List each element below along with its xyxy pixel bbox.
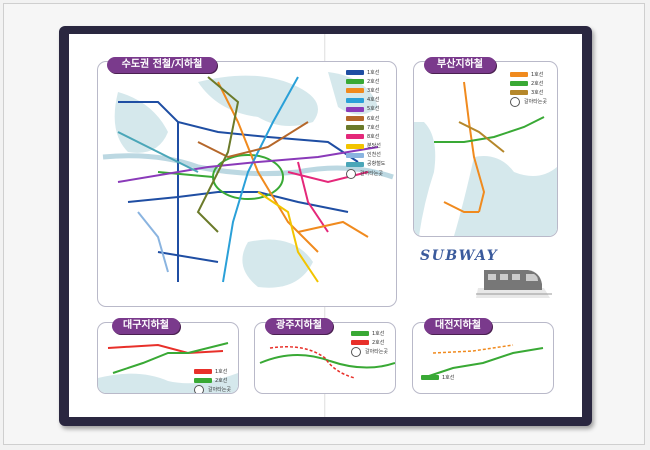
legend-label: 인천선 — [367, 152, 381, 159]
legend-row-transfer: 갈아타는곳 — [194, 384, 232, 393]
busan-title: 부산지하철 — [424, 57, 496, 73]
legend-row: 1호선 — [194, 367, 231, 376]
legend-swatch — [510, 81, 528, 87]
legend-label: 갈아타는곳 — [208, 386, 232, 393]
legend-swatch — [421, 375, 439, 381]
legend-label: 3호선 — [531, 89, 544, 96]
legend-label: 1호선 — [442, 374, 455, 381]
legend-label: 1호선 — [531, 71, 544, 78]
legend-row: 3호선 — [510, 88, 547, 97]
transfer-icon — [351, 346, 361, 357]
legend-swatch — [510, 72, 528, 78]
busan-route-map — [414, 81, 557, 236]
legend-label: 갈아타는곳 — [524, 99, 548, 106]
legend-row: 1호선 — [351, 329, 388, 338]
legend-swatch — [194, 369, 212, 375]
legend-swatch — [346, 152, 364, 158]
gwangju-title: 광주지하철 — [265, 318, 333, 334]
daegu-title: 대구지하철 — [112, 318, 180, 334]
legend-swatch — [346, 79, 364, 85]
legend-row: 4호선 — [346, 96, 385, 105]
legend-row: 1호선 — [346, 68, 385, 77]
legend-label: 2호선 — [531, 80, 544, 87]
legend-swatch — [351, 331, 369, 337]
transfer-icon — [510, 97, 520, 108]
legend-label: 5호선 — [367, 106, 380, 113]
legend-row: 8호선 — [346, 132, 385, 141]
legend-row: 6호선 — [346, 114, 385, 123]
legend-row: 2호선 — [346, 77, 385, 86]
daejeon-legend: 1호선 — [421, 373, 454, 382]
legend-swatch — [510, 90, 528, 96]
legend-label: 1호선 — [215, 368, 228, 375]
legend-label: 6호선 — [367, 115, 380, 122]
legend-row-transfer: 갈아타는곳 — [510, 97, 548, 108]
legend-swatch — [346, 134, 364, 140]
train-icon — [476, 270, 552, 298]
transfer-icon — [346, 168, 356, 179]
legend-label: 4호선 — [367, 97, 380, 104]
legend-swatch — [346, 143, 364, 149]
legend-swatch — [194, 378, 212, 384]
legend-row: 2호선 — [194, 376, 231, 385]
transfer-icon — [194, 384, 204, 393]
legend-row: 5호선 — [346, 105, 385, 114]
legend-row: 인천선 — [346, 151, 385, 160]
capital-route-map — [102, 72, 394, 288]
legend-label: 1호선 — [367, 69, 380, 76]
legend-row: 2호선 — [351, 338, 388, 347]
legend-swatch — [346, 116, 364, 122]
legend-swatch — [346, 88, 364, 94]
legend-label: 분당선 — [367, 143, 381, 150]
legend-row: 3호선 — [346, 86, 385, 95]
capital-title: 수도권 전철/지하철 — [107, 57, 217, 73]
legend-swatch — [346, 161, 364, 167]
legend-label: 갈아타는곳 — [360, 170, 384, 177]
daejeon-title: 대전지하철 — [424, 318, 492, 334]
subway-logo: SUBWAY — [420, 248, 499, 264]
legend-label: 2호선 — [367, 78, 380, 85]
daejeon-route-map — [422, 344, 544, 379]
legend-row-transfer: 갈아타는곳 — [351, 346, 389, 357]
legend-row: 1호선 — [421, 373, 454, 382]
legend-label: 갈아타는곳 — [365, 348, 389, 355]
legend-swatch — [346, 125, 364, 131]
legend-label: 8호선 — [367, 133, 380, 140]
legend-swatch — [346, 106, 364, 112]
legend-label: 2호선 — [372, 339, 385, 346]
legend-swatch — [346, 97, 364, 103]
legend-label: 2호선 — [215, 377, 228, 384]
legend-row: 공항철도 — [346, 160, 385, 169]
legend-row: 7호선 — [346, 123, 385, 132]
legend-swatch — [351, 340, 369, 346]
legend-label: 공항철도 — [367, 161, 386, 168]
legend-row: 분당선 — [346, 142, 385, 151]
gwangju-route-map — [259, 346, 395, 379]
legend-row: 2호선 — [510, 79, 547, 88]
legend-label: 1호선 — [372, 330, 385, 337]
legend-label: 3호선 — [367, 87, 380, 94]
legend-row-transfer: 갈아타는곳 — [346, 168, 385, 179]
legend-swatch — [346, 70, 364, 76]
legend-label: 7호선 — [367, 124, 380, 131]
legend-row: 1호선 — [510, 70, 547, 79]
